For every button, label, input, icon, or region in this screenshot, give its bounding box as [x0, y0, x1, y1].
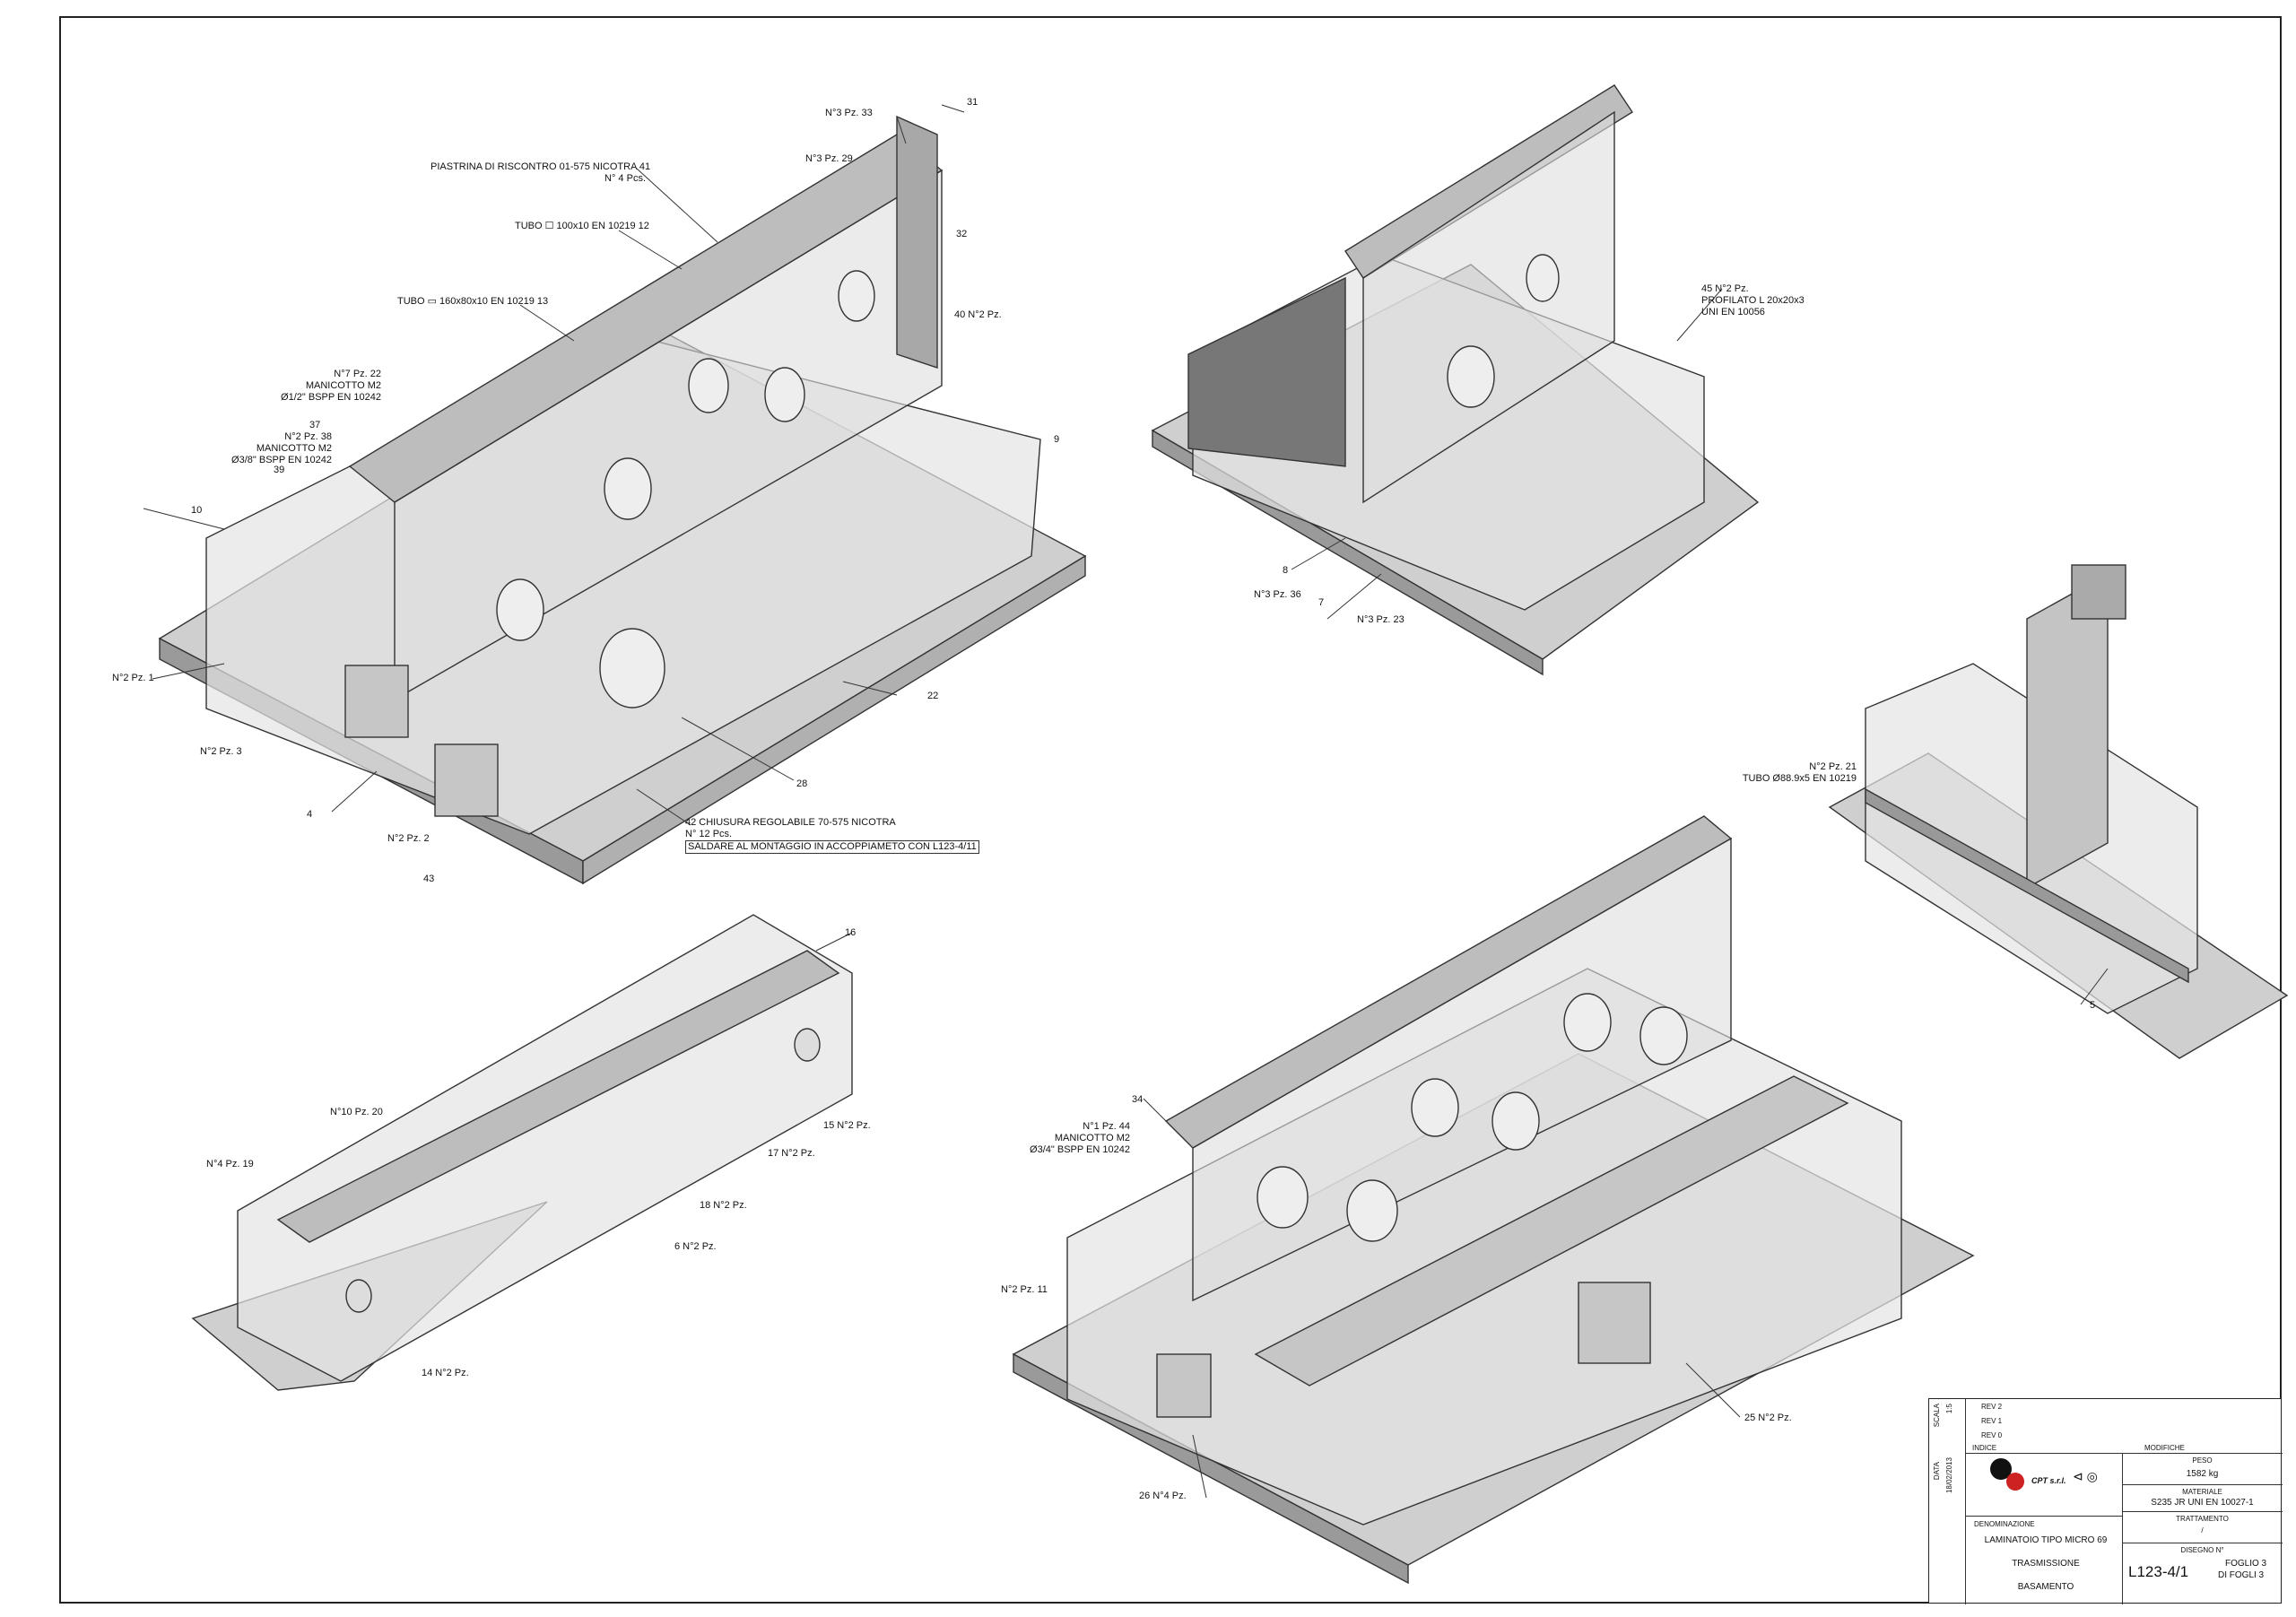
- callout-profilato: 45 N°2 Pz. PROFILATO L 20x20x3 UNI EN 10…: [1701, 283, 1805, 318]
- callout-19: N°4 Pz. 19: [206, 1159, 254, 1169]
- view-right-detail: [1828, 564, 2289, 1059]
- callout-16: 16: [845, 927, 857, 938]
- callout-33: N°3 Pz. 33: [825, 108, 873, 118]
- tb-peso-label: PESO: [2192, 1456, 2213, 1465]
- callout-piastrina-line1: PIASTRINA DI RISCONTRO 01-575 NICOTRA 41: [430, 161, 651, 172]
- callout-10: 10: [191, 505, 203, 516]
- tb-scala: 1:5: [1945, 1404, 1953, 1414]
- company-name: CPT s.r.l.: [2031, 1476, 2066, 1485]
- callout-29: N°3 Pz. 29: [805, 153, 853, 164]
- callout-piastrina-line2: N° 4 Pcs.: [604, 173, 646, 184]
- tb-data-label: DATA: [1933, 1462, 1941, 1481]
- callout-34: 34: [1132, 1094, 1144, 1105]
- callout-manicotto-22-line3: Ø1/2" BSPP EN 10242: [281, 392, 381, 403]
- view-upper-right: [1151, 84, 1760, 676]
- tb-rev2: REV 2: [1981, 1403, 2003, 1411]
- callout-3: N°2 Pz. 3: [200, 746, 242, 757]
- callout-7: 7: [1318, 597, 1325, 608]
- callout-18: 18 N°2 Pz.: [700, 1200, 747, 1211]
- callout-23: N°3 Pz. 23: [1357, 614, 1405, 625]
- tb-materiale: S235 JR UNI EN 10027-1: [2151, 1498, 2254, 1508]
- callout-tubo-12: TUBO ☐ 100x10 EN 10219 12: [515, 221, 649, 231]
- tb-line1: LAMINATOIO TIPO MICRO 69: [1984, 1535, 2108, 1545]
- callout-manicotto-38: N°2 Pz. 38 MANICOTTO M2 Ø3/8" BSPP EN 10…: [152, 431, 332, 466]
- callout-22: 22: [927, 691, 939, 701]
- tb-foglio: FOGLIO 3: [2225, 1559, 2267, 1569]
- callout-manicotto-44-line3: Ø3/4" BSPP EN 10242: [1030, 1144, 1130, 1155]
- view-lower-center: [1012, 815, 1975, 1585]
- callout-chiusura-line2: N° 12 Pcs.: [685, 829, 733, 839]
- callout-chiusura-line1: 42 CHIUSURA REGOLABILE 70-575 NICOTRA: [685, 817, 896, 828]
- callout-tubo-21-line1: N°2 Pz. 21: [1809, 761, 1857, 772]
- callout-26: 26 N°4 Pz.: [1139, 1491, 1187, 1501]
- tb-disegno-label: DISEGNO N°: [2180, 1546, 2224, 1554]
- callout-chiusura: 42 CHIUSURA REGOLABILE 70-575 NICOTRA N°…: [685, 817, 979, 854]
- callout-profilato-line3: UNI EN 10056: [1701, 307, 1765, 317]
- callout-6: 6 N°2 Pz.: [674, 1241, 717, 1252]
- tb-rev1: REV 1: [1981, 1417, 2003, 1425]
- callout-43: 43: [423, 874, 435, 884]
- callout-31: 31: [967, 97, 978, 108]
- callout-profilato-line2: PROFILATO L 20x20x3: [1701, 295, 1805, 306]
- callout-11: N°2 Pz. 11: [1001, 1284, 1048, 1295]
- tb-rev0: REV 0: [1981, 1431, 2003, 1439]
- callout-15: 15 N°2 Pz.: [823, 1120, 871, 1131]
- callout-20: N°10 Pz. 20: [330, 1107, 383, 1117]
- callout-chiusura-line3: SALDARE AL MONTAGGIO IN ACCOPPIAMETO CON…: [685, 840, 979, 854]
- drawing-frame: [59, 16, 2282, 1604]
- tb-peso: 1582 kg: [2186, 1469, 2219, 1479]
- callout-36: N°3 Pz. 36: [1254, 589, 1301, 600]
- callout-25: 25 N°2 Pz.: [1744, 1413, 1792, 1423]
- callout-28: 28: [796, 778, 808, 789]
- tb-denominazione-label: DENOMINAZIONE: [1974, 1520, 2035, 1528]
- company-logo-dot-icon: [2006, 1473, 2024, 1491]
- callout-17: 17 N°2 Pz.: [768, 1148, 815, 1159]
- callout-37: 37: [309, 420, 321, 430]
- tb-data: 18/02/2013: [1945, 1457, 1953, 1494]
- tb-modifiche: MODIFICHE: [2144, 1444, 2185, 1452]
- tb-drawing-number: L123-4/1: [2128, 1563, 2189, 1580]
- tb-scala-label: SCALA: [1933, 1404, 1941, 1428]
- callout-manicotto-38-line3: Ø3/8" BSPP EN 10242: [231, 455, 332, 465]
- callout-tubo-13: TUBO ▭ 160x80x10 EN 10219 13: [397, 296, 549, 307]
- callout-manicotto-22: N°7 Pz. 22 MANICOTTO M2 Ø1/2" BSPP EN 10…: [233, 369, 381, 404]
- callout-manicotto-44: N°1 Pz. 44 MANICOTTO M2 Ø3/4" BSPP EN 10…: [996, 1121, 1130, 1156]
- tb-materiale-label: MATERIALE: [2182, 1488, 2222, 1496]
- tb-indice: INDICE: [1972, 1444, 1997, 1452]
- callout-manicotto-22-line1: N°7 Pz. 22: [334, 369, 381, 379]
- callout-14: 14 N°2 Pz.: [422, 1368, 469, 1378]
- callout-piastrina: PIASTRINA DI RISCONTRO 01-575 NICOTRA 41…: [430, 161, 651, 185]
- title-block: REV 2 REV 1 REV 0 INDICE MODIFICHE SCALA…: [1928, 1398, 2283, 1604]
- tb-trattamento: /: [2201, 1526, 2204, 1534]
- tb-line2: TRASMISSIONE: [2012, 1559, 2080, 1569]
- callout-manicotto-44-line2: MANICOTTO M2: [1054, 1133, 1130, 1143]
- callout-9: 9: [1054, 434, 1060, 445]
- callout-1: N°2 Pz. 1: [112, 673, 154, 683]
- tb-line3: BASAMENTO: [2017, 1582, 2074, 1592]
- callout-tubo-21-line2: TUBO Ø88.9x5 EN 10219: [1742, 773, 1857, 784]
- callout-manicotto-22-line2: MANICOTTO M2: [305, 380, 381, 391]
- tb-di-fogli: DI FOGLI 3: [2218, 1570, 2265, 1580]
- callout-40: 40 N°2 Pz.: [954, 309, 1002, 320]
- callout-profilato-line1: 45 N°2 Pz.: [1701, 283, 1749, 294]
- view-lower-left: [191, 914, 853, 1391]
- tb-trattamento-label: TRATTAMENTO: [2176, 1515, 2229, 1523]
- callout-8: 8: [1283, 565, 1289, 576]
- callout-4: 4: [307, 809, 313, 820]
- callout-manicotto-44-line1: N°1 Pz. 44: [1083, 1121, 1130, 1132]
- callout-5: 5: [2090, 1000, 2096, 1011]
- projection-symbol-icon: ⊲ ◎: [2073, 1469, 2098, 1483]
- callout-39: 39: [274, 465, 285, 475]
- callout-manicotto-38-line2: MANICOTTO M2: [256, 443, 332, 454]
- callout-2: N°2 Pz. 2: [387, 833, 430, 844]
- view-main-base: [158, 115, 1087, 885]
- callout-manicotto-38-line1: N°2 Pz. 38: [284, 431, 332, 442]
- callout-tubo-21: N°2 Pz. 21 TUBO Ø88.9x5 EN 10219: [1704, 761, 1857, 785]
- callout-32: 32: [956, 229, 968, 239]
